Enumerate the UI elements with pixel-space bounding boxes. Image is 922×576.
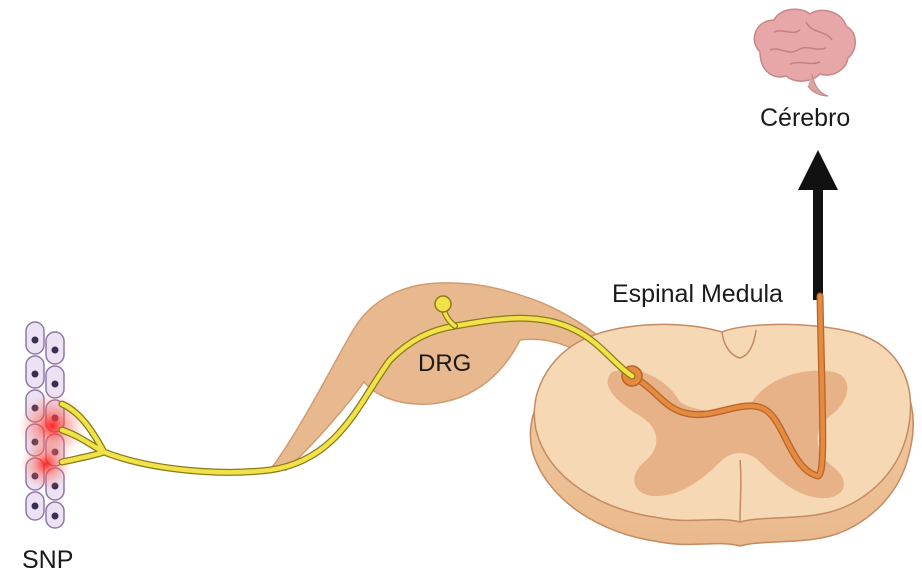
brain-label: Cérebro	[760, 106, 850, 131]
drg-label: DRG	[418, 352, 471, 376]
snp-label: SNP	[22, 548, 73, 573]
inflammation-glow	[18, 392, 86, 490]
brain-icon	[754, 9, 855, 96]
spinal-cord	[530, 324, 913, 546]
spinal-cord-label: Espinal Medula	[612, 282, 783, 307]
upward-arrow-icon	[798, 150, 838, 300]
